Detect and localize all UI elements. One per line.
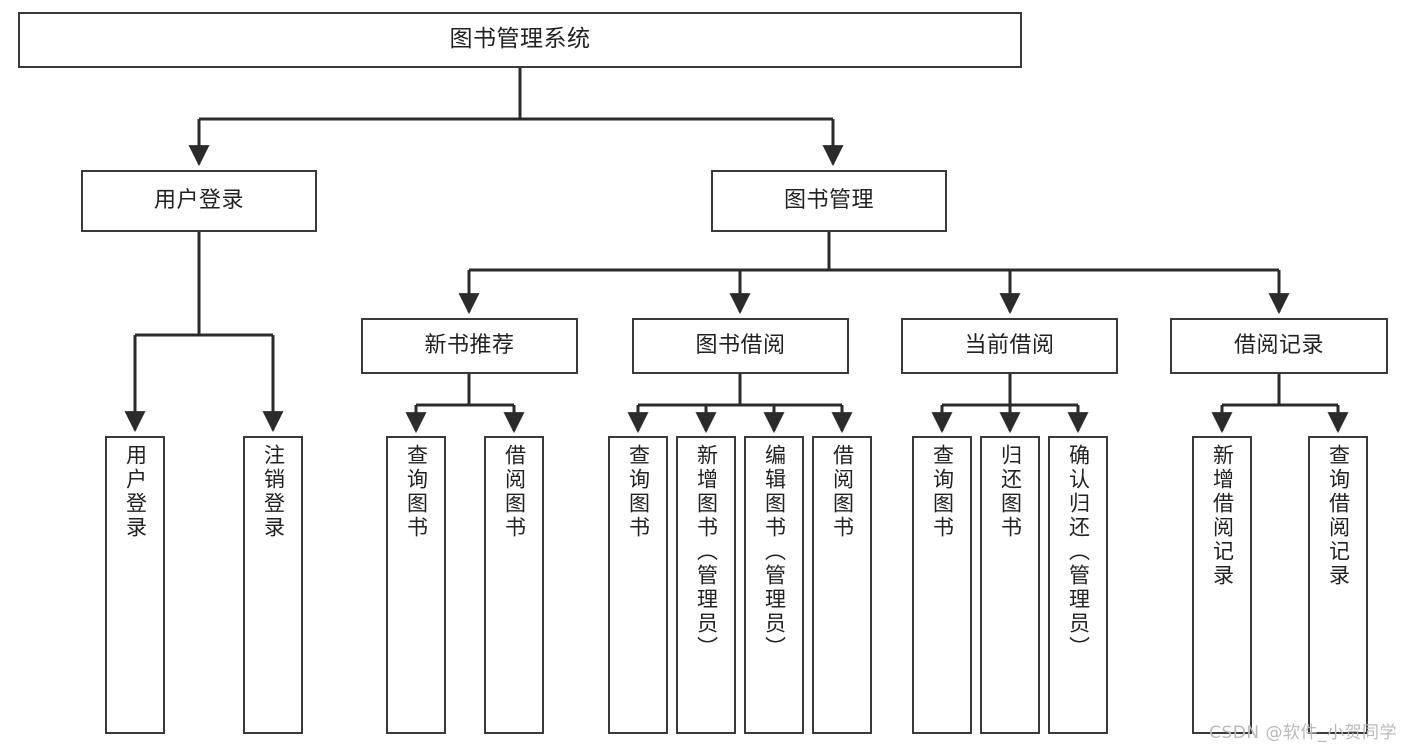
node-label: 用户登录 <box>123 444 148 540</box>
node-borrow-records[interactable]: 借阅记录 <box>1170 318 1388 374</box>
leaf-borrow-book[interactable]: 借阅图书 <box>812 436 872 734</box>
node-label: 查询借阅记录 <box>1326 444 1351 588</box>
node-label: 查询图书 <box>404 444 429 540</box>
leaf-add-book-admin[interactable]: 新增图书（管理员） <box>676 436 736 734</box>
node-book-management[interactable]: 图书管理 <box>711 170 947 232</box>
leaf-query-book-current[interactable]: 查询图书 <box>912 436 972 734</box>
node-root-system[interactable]: 图书管理系统 <box>18 12 1022 68</box>
node-label: 新增借阅记录 <box>1210 444 1235 588</box>
node-label: 用户登录 <box>153 188 244 214</box>
node-label: 借阅图书 <box>502 444 527 540</box>
node-label: 图书管理系统 <box>449 26 591 53</box>
node-label: 查询图书 <box>626 444 651 540</box>
node-label: 确认归还（管理员） <box>1066 444 1091 660</box>
watermark-text: CSDN @软件_小贺同学 <box>1209 723 1397 743</box>
node-current-borrow[interactable]: 当前借阅 <box>901 318 1118 374</box>
leaf-add-borrow-record[interactable]: 新增借阅记录 <box>1192 436 1252 734</box>
leaf-query-book-borrow[interactable]: 查询图书 <box>608 436 668 734</box>
leaf-query-borrow-record[interactable]: 查询借阅记录 <box>1308 436 1368 734</box>
leaf-user-login[interactable]: 用户登录 <box>105 436 165 734</box>
leaf-query-book-recommend[interactable]: 查询图书 <box>386 436 446 734</box>
node-label: 查询图书 <box>930 444 955 540</box>
leaf-confirm-return-admin[interactable]: 确认归还（管理员） <box>1048 436 1108 734</box>
node-label: 借阅记录 <box>1233 333 1324 359</box>
node-label: 注销登录 <box>261 444 286 540</box>
leaf-borrow-book-recommend[interactable]: 借阅图书 <box>484 436 544 734</box>
leaf-return-book[interactable]: 归还图书 <box>980 436 1040 734</box>
node-label: 图书管理 <box>783 188 874 214</box>
node-label: 编辑图书（管理员） <box>762 444 787 660</box>
node-user-login[interactable]: 用户登录 <box>81 170 317 232</box>
node-book-borrow[interactable]: 图书借阅 <box>632 318 849 374</box>
node-label: 借阅图书 <box>830 444 855 540</box>
node-new-book-recommend[interactable]: 新书推荐 <box>361 318 578 374</box>
node-label: 图书借阅 <box>695 333 786 359</box>
node-label: 归还图书 <box>998 444 1023 540</box>
node-label: 当前借阅 <box>964 333 1055 359</box>
node-label: 新书推荐 <box>424 333 515 359</box>
leaf-edit-book-admin[interactable]: 编辑图书（管理员） <box>744 436 804 734</box>
node-label: 新增图书（管理员） <box>694 444 719 660</box>
leaf-logout[interactable]: 注销登录 <box>243 436 303 734</box>
